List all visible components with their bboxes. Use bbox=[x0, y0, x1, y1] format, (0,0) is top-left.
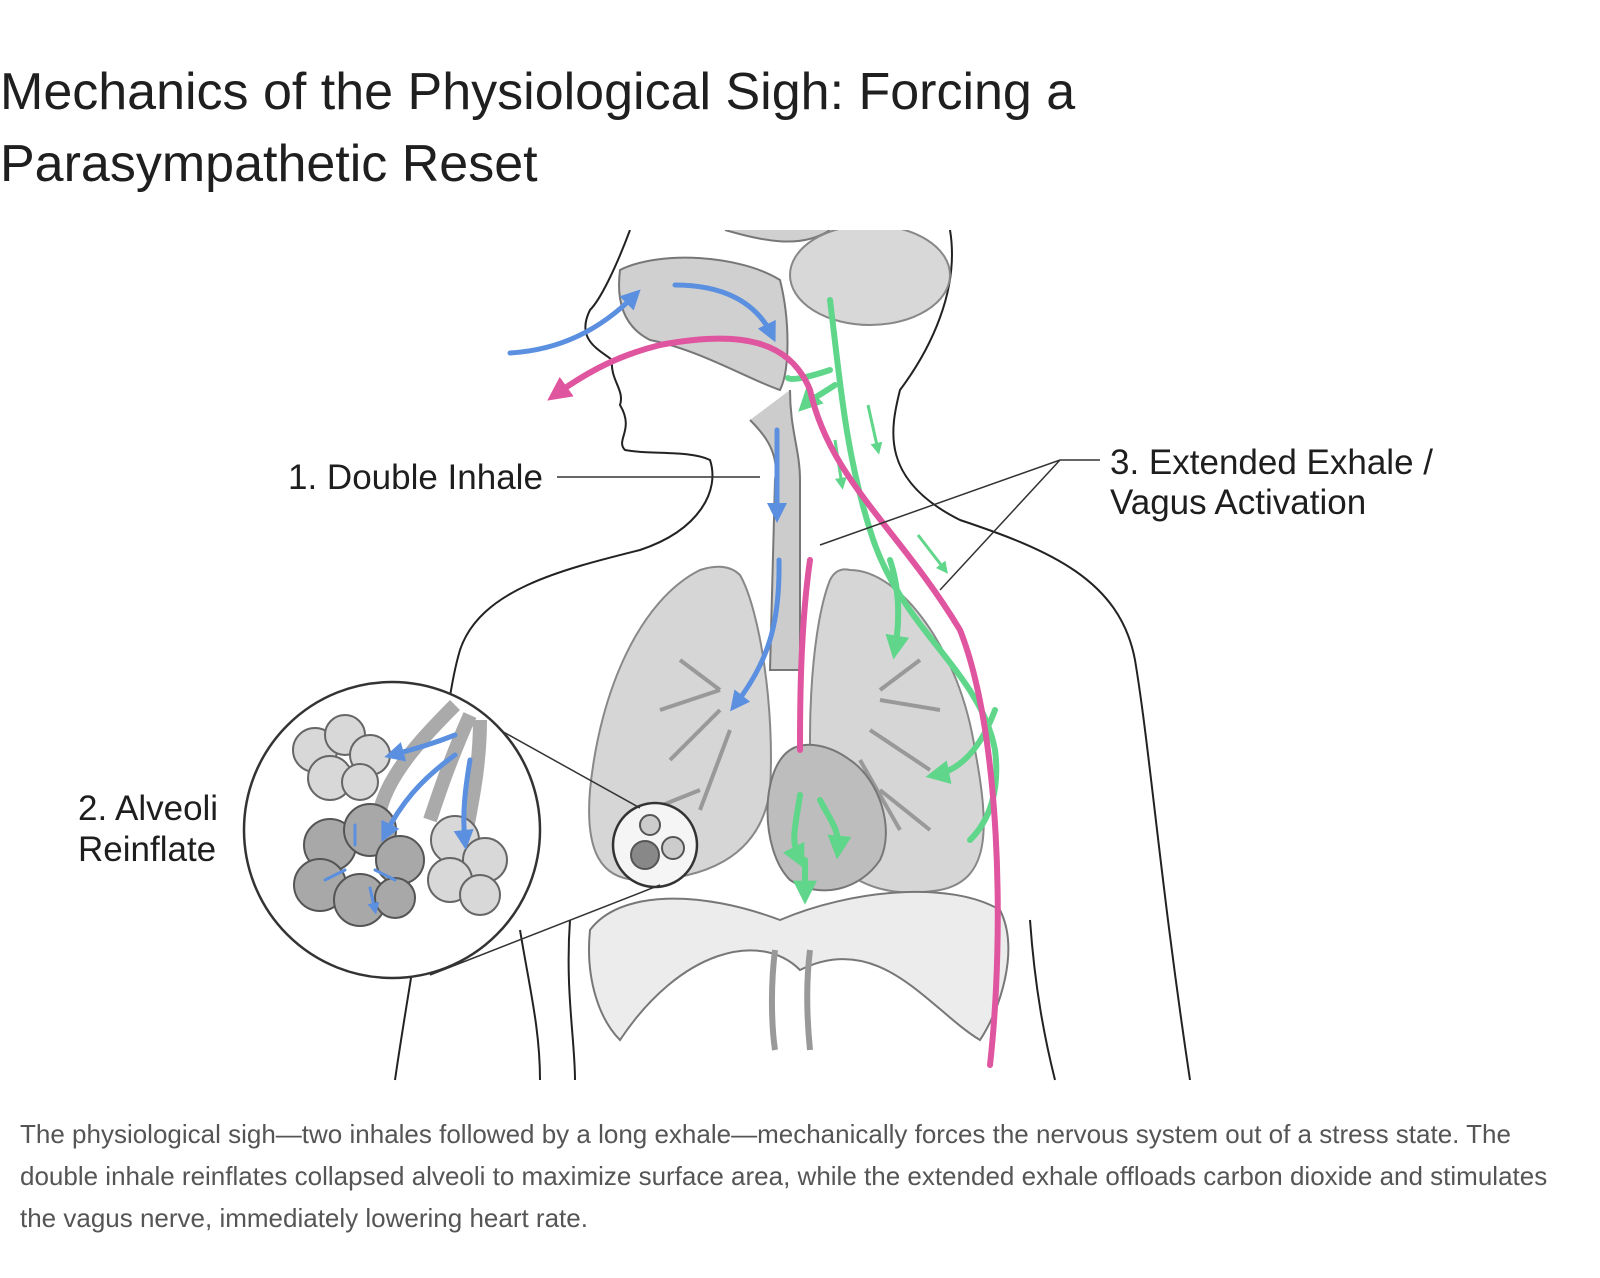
alveolus-small-3 bbox=[640, 815, 660, 835]
figure-caption: The physiological sigh—two inhales follo… bbox=[20, 1113, 1580, 1239]
label-exhale-line1: 3. Extended Exhale / bbox=[1110, 443, 1433, 482]
label-double-inhale: 1. Double Inhale bbox=[288, 458, 543, 497]
page-title: Mechanics of the Physiological Sigh: For… bbox=[0, 56, 1300, 200]
label-alveoli-line2: Reinflate bbox=[78, 830, 216, 869]
alveolus-small bbox=[631, 841, 659, 869]
vagus-small-arrows bbox=[835, 405, 945, 570]
alveolus-small-2 bbox=[662, 837, 684, 859]
label-alveoli-line1: 2. Alveoli bbox=[78, 789, 218, 828]
brain bbox=[790, 230, 950, 325]
nasal-cavity bbox=[619, 258, 787, 390]
sigh-diagram: 1. Double Inhale 2. Alveoli Reinflate 3.… bbox=[0, 230, 1600, 1110]
diaphragm bbox=[589, 892, 1008, 1040]
label-exhale-line2: Vagus Activation bbox=[1110, 483, 1366, 522]
